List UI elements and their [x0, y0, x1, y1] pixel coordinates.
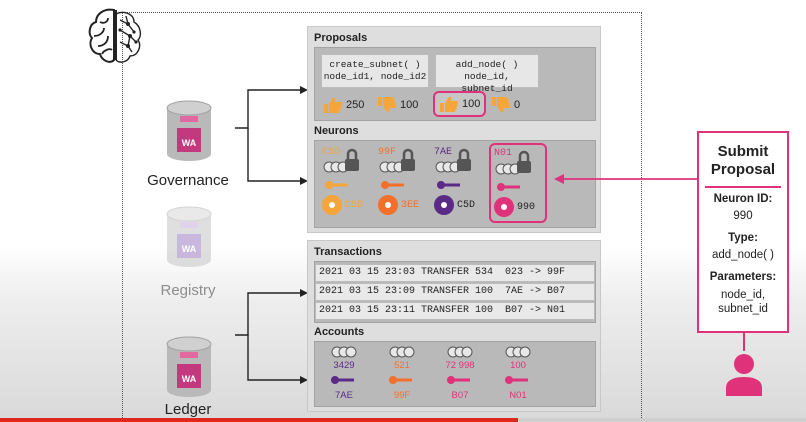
transactions-container: 2021 03 15 23:03 TRANSFER 534 023 -> 99F… — [314, 261, 596, 323]
type-label: Type: — [728, 232, 758, 244]
neurons-container: C5D C5D 99F 3EE 7AE C5D — [314, 140, 596, 228]
neuron-item[interactable]: 99F 3EE — [377, 147, 429, 219]
thumbs-up-icon — [440, 96, 459, 112]
neurons-title: Neurons — [314, 125, 359, 137]
downvote-count: 100 — [377, 96, 418, 114]
neuron-stake: C5D — [345, 200, 364, 211]
account-graphic — [331, 346, 357, 384]
governance-label: Governance — [147, 172, 229, 189]
svg-text:WA: WA — [182, 374, 197, 384]
proposals-title: Proposals — [314, 32, 368, 44]
proposal-params: node_id, subnet_id — [461, 71, 513, 94]
account-item[interactable]: 521 99F — [375, 344, 429, 406]
svg-text:WA: WA — [182, 138, 197, 148]
account-balance: 3429 — [333, 360, 355, 371]
proposals-container: create_subnet( ) node_id1, node_id2 250 … — [314, 47, 596, 121]
account-balance: 521 — [394, 360, 410, 371]
governance-panel: Proposals create_subnet( ) node_id1, nod… — [307, 26, 601, 233]
neuron-stake: 990 — [517, 202, 536, 213]
submit-arrow — [554, 174, 698, 184]
submit-title: Submit Proposal — [710, 143, 776, 178]
user-icon[interactable] — [724, 352, 764, 396]
neuron-item[interactable]: 7AE C5D — [433, 147, 485, 219]
divider — [705, 186, 781, 188]
proposal-card[interactable]: add_node( ) node_id, subnet_id — [435, 54, 539, 94]
downvote-count: 0 — [491, 96, 520, 114]
thumbs-down-icon — [378, 97, 397, 113]
registry-label: Registry — [160, 282, 216, 299]
proposal-method: create_subnet( ) — [329, 59, 421, 70]
parameters-label: Parameters: — [709, 271, 777, 283]
neuron-graphic — [434, 148, 471, 215]
transaction-row[interactable]: 2021 03 15 23:03 TRANSFER 534 023 -> 99F — [315, 264, 595, 282]
neuron-stake: C5D — [457, 200, 476, 211]
account-item[interactable]: 3429 7AE — [317, 344, 371, 406]
neuron-id-label: Neuron ID: — [713, 193, 773, 205]
neuron-graphic — [378, 148, 415, 215]
account-graphic — [389, 346, 415, 384]
transaction-row[interactable]: 2021 03 15 23:09 TRANSFER 100 7AE -> B07 — [315, 283, 595, 301]
account-owner: 7AE — [335, 390, 353, 401]
ledger-canister-icon: WA — [166, 336, 212, 397]
account-balance: 100 — [510, 360, 526, 371]
account-graphic — [447, 346, 473, 384]
proposal-method: add_node( ) — [455, 59, 519, 70]
upvote-count-highlighted: 100 — [433, 91, 487, 117]
neuron-stake: 3EE — [401, 200, 420, 211]
neuron-id-value: 990 — [733, 210, 753, 222]
connector-arrows — [235, 86, 308, 384]
ledger-panel: Transactions 2021 03 15 23:03 TRANSFER 5… — [307, 240, 601, 412]
transactions-title: Transactions — [314, 246, 382, 258]
neuron-item-highlighted[interactable]: N01 990 — [489, 143, 547, 223]
account-graphic — [505, 346, 531, 384]
neuron-id: 7AE — [434, 147, 453, 158]
upvote-count: 250 — [323, 96, 364, 114]
governance-canister-icon: WA — [166, 100, 212, 161]
transaction-row[interactable]: 2021 03 15 23:11 TRANSFER 100 B07 -> N01 — [315, 302, 595, 320]
progress-fill — [0, 418, 518, 422]
accounts-container: 3429 7AE 521 99F 72 998 B07 100 — [314, 341, 596, 407]
ledger-label: Ledger — [164, 401, 212, 418]
account-item[interactable]: 72 998 B07 — [433, 344, 487, 406]
account-owner: 99F — [393, 390, 411, 401]
account-owner: N01 — [509, 390, 527, 401]
type-value: add_node( ) — [711, 249, 775, 261]
neuron-graphic — [322, 148, 359, 215]
account-item[interactable]: 100 N01 — [491, 344, 545, 406]
user-connector — [743, 333, 745, 351]
neuron-item[interactable]: C5D C5D — [321, 147, 373, 219]
neuron-id: 99F — [378, 147, 397, 158]
neuron-graphic — [494, 150, 531, 217]
brain-icon — [88, 8, 142, 63]
registry-canister-icon: WA — [166, 206, 212, 267]
account-owner: B07 — [451, 390, 469, 401]
submit-proposal-card[interactable]: Submit Proposal Neuron ID: 990 Type: add… — [697, 131, 789, 333]
dotted-frame — [122, 12, 642, 422]
account-balance: 72 998 — [445, 360, 475, 371]
parameters-value: node_id, subnet_id — [718, 289, 768, 315]
proposal-params: node_id1, node_id2 — [323, 71, 427, 82]
proposal-card[interactable]: create_subnet( ) node_id1, node_id2 — [321, 54, 429, 88]
svg-text:WA: WA — [182, 244, 197, 254]
neuron-id: N01 — [494, 148, 513, 159]
neuron-id: C5D — [322, 147, 341, 158]
accounts-title: Accounts — [314, 326, 365, 338]
thumbs-down-icon — [492, 97, 511, 113]
thumbs-up-icon — [324, 97, 343, 113]
video-progress-bar[interactable] — [0, 418, 806, 422]
